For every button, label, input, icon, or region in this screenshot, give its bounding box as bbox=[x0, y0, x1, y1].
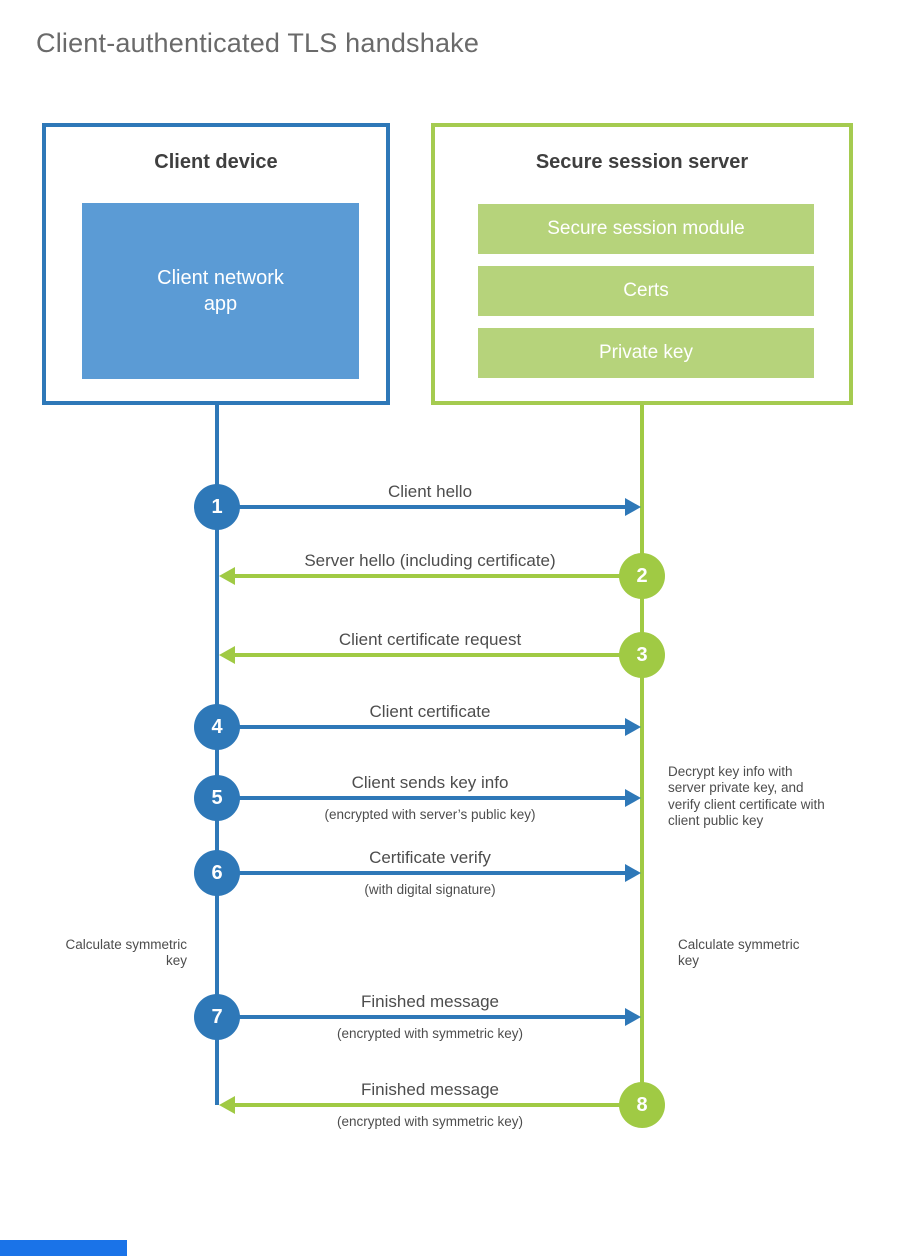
private-key-box: Private key bbox=[478, 328, 814, 378]
message-6-arrow bbox=[219, 871, 625, 875]
client-device-box: Client device Client network app bbox=[42, 123, 390, 405]
arrow-left-icon bbox=[219, 646, 235, 664]
step-2-badge: 2 bbox=[619, 553, 665, 599]
bottom-blue-bar bbox=[0, 1240, 127, 1256]
secure-session-module-label: Secure session module bbox=[547, 218, 745, 239]
message-3-label: Client certificate request bbox=[338, 630, 522, 649]
client-lifeline bbox=[215, 405, 219, 1105]
step-8-badge: 8 bbox=[619, 1082, 665, 1128]
message-row-8: Finished message 8 (encrypted with symme… bbox=[0, 1060, 900, 1150]
message-row-4: Client certificate 4 bbox=[0, 682, 900, 772]
message-6-label: Certificate verify bbox=[369, 848, 491, 867]
step-3-badge: 3 bbox=[619, 632, 665, 678]
certs-label: Certs bbox=[623, 280, 669, 301]
message-row-1: Client hello 1 bbox=[0, 462, 900, 552]
message-1-arrow bbox=[219, 505, 625, 509]
message-row-2: Server hello (including certificate) 2 bbox=[0, 531, 900, 621]
message-8-label: Finished message bbox=[361, 1080, 499, 1099]
client-network-app-label: Client network app bbox=[157, 267, 284, 315]
arrow-right-icon bbox=[625, 1008, 641, 1026]
server-decrypt-note: Decrypt key info with server private key… bbox=[668, 764, 825, 829]
secure-session-server-box: Secure session server Secure session mod… bbox=[431, 123, 853, 405]
server-lifeline bbox=[640, 405, 644, 1105]
message-4-arrow bbox=[219, 725, 625, 729]
certs-box: Certs bbox=[478, 266, 814, 316]
client-device-title: Client device bbox=[154, 151, 278, 173]
secure-session-module-box: Secure session module bbox=[478, 204, 814, 254]
message-7-arrow bbox=[219, 1015, 625, 1019]
client-calculate-key-note: Calculate symmetric key bbox=[65, 937, 187, 969]
step-4-badge: 4 bbox=[194, 704, 240, 750]
arrow-left-icon bbox=[219, 567, 235, 585]
message-5-arrow bbox=[219, 796, 625, 800]
step-6-badge: 6 bbox=[194, 850, 240, 896]
private-key-label: Private key bbox=[599, 342, 693, 363]
arrow-right-icon bbox=[625, 498, 641, 516]
page-title: Client-authenticated TLS handshake bbox=[36, 28, 480, 58]
message-2-arrow bbox=[235, 574, 640, 578]
arrow-left-icon bbox=[219, 1096, 235, 1114]
message-8-arrow bbox=[235, 1103, 640, 1107]
secure-session-server-title: Secure session server bbox=[535, 151, 749, 173]
message-8-sublabel: (encrypted with symmetric key) bbox=[336, 1114, 524, 1129]
arrow-right-icon bbox=[625, 789, 641, 807]
message-1-label: Client hello bbox=[387, 482, 473, 501]
step-1-badge: 1 bbox=[194, 484, 240, 530]
step-7-badge: 7 bbox=[194, 994, 240, 1040]
client-network-app-box: Client network app bbox=[82, 203, 359, 379]
message-6-sublabel: (with digital signature) bbox=[364, 882, 496, 897]
message-7-label: Finished message bbox=[361, 992, 499, 1011]
message-row-5: Client sends key info 5 (encrypted with … bbox=[0, 753, 900, 843]
arrow-right-icon bbox=[625, 718, 641, 736]
server-calculate-key-note: Calculate symmetric key bbox=[678, 937, 800, 969]
message-5-sublabel: (encrypted with server’s public key) bbox=[324, 807, 536, 822]
message-row-6: Certificate verify 6 (with digital signa… bbox=[0, 828, 900, 918]
message-4-label: Client certificate bbox=[369, 702, 491, 721]
message-5-label: Client sends key info bbox=[351, 773, 509, 792]
arrow-right-icon bbox=[625, 864, 641, 882]
message-row-7: Finished message 7 (encrypted with symme… bbox=[0, 972, 900, 1062]
step-5-badge: 5 bbox=[194, 775, 240, 821]
message-row-3: Client certificate request 3 bbox=[0, 610, 900, 700]
message-2-label: Server hello (including certificate) bbox=[304, 551, 556, 570]
message-7-sublabel: (encrypted with symmetric key) bbox=[336, 1026, 524, 1041]
message-3-arrow bbox=[235, 653, 640, 657]
